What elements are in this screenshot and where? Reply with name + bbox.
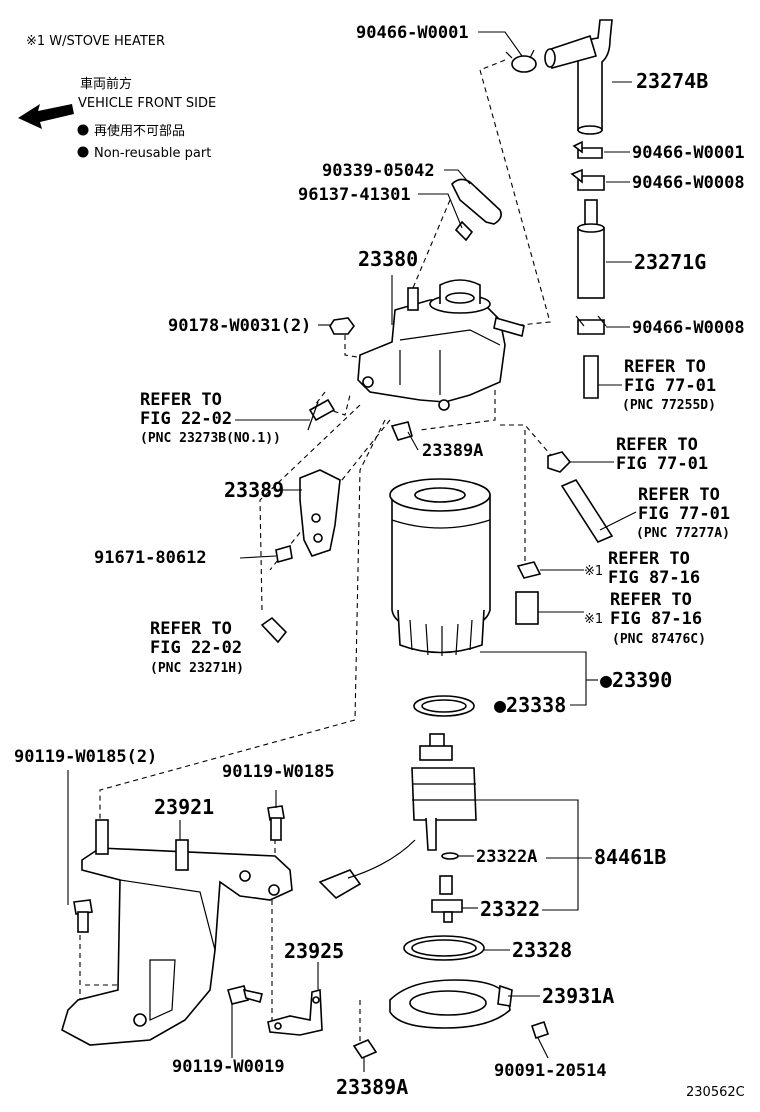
refer-line2: FIG 22-02 [150,638,242,658]
non-reusable-label-en: Non-reusable part [94,146,211,161]
legend: ※1 W/STOVE HEATER 車両前方 VEHICLE FRONT SID… [18,34,216,161]
refer-line1: REFER TO [624,357,706,377]
front-arrow-icon [18,104,74,129]
stove-heater-mark: ※1 [584,564,603,579]
label-90339-05042: 90339-05042 [322,161,435,181]
refer-line3: (PNC 87476C) [612,632,706,647]
refer-line3: (PNC 77277A) [636,526,730,541]
label-90119-w0019: 90119-W0019 [172,1057,285,1077]
filter-head-23380 [357,279,525,411]
front-side-label-en: VEHICLE FRONT SIDE [78,96,216,111]
label-23274b: 23274B [636,69,708,93]
non-reusable-dot-icon [77,124,89,136]
front-side-label-jp: 車両前方 [80,76,132,92]
bolt-icon [267,805,285,841]
hose-23274b [544,19,613,135]
nut-icon [329,317,355,335]
water-sensor-84461b [318,733,477,900]
label-23328: 23328 [512,938,572,962]
clip-icon [390,421,413,441]
label-23380: 23380 [358,247,418,271]
hose-clamp-icon [570,168,605,191]
label-23389a: 23389A [336,1075,408,1099]
retainer-23931a [389,979,513,1029]
refer-line3: (PNC 77255D) [622,398,716,413]
o-ring-23338 [413,695,475,717]
non-reusable-dot-icon [77,146,89,158]
refer-line2: FIG 22-02 [140,409,232,429]
refer-line1: REFER TO [608,549,690,569]
pipe-87476c [515,591,539,625]
label-90091-20514: 90091-20514 [494,1061,607,1081]
label-90178-w0031: 90178-W0031(2) [168,316,311,336]
refer-line2: FIG 77-01 [616,454,708,474]
label-23390: ●23390 [600,668,672,692]
refer-labels: REFER TO FIG 77-01 (PNC 77255D) REFER TO… [140,357,730,676]
clip-icon [352,1039,378,1059]
pipe-77277a [560,478,614,544]
hose-clamp-icon [572,140,603,159]
refer-line2: FIG 87-16 [610,609,702,629]
bolt-icon [73,899,93,933]
label-90466-w0008: 90466-W0008 [632,318,745,338]
stove-heater-mark: ※1 [584,612,603,627]
refer-line2: FIG 87-16 [608,568,700,588]
bolt-icon [307,398,336,431]
hose-clamp-icon [575,315,607,335]
hose-23271g [577,199,605,299]
label-23389a: 23389A [422,441,483,461]
label-23322a: 23322A [476,847,537,867]
refer-line1: REFER TO [610,590,692,610]
label-84461b: 84461B [594,845,666,869]
label-96137-41301: 96137-41301 [298,185,411,205]
clamp-fig87 [516,561,542,579]
label-90119-w0185-2: 90119-W0185(2) [14,747,157,767]
label-91671-80612: 91671-80612 [94,548,207,568]
label-23931a: 23931A [542,984,614,1008]
label-90466-w0001: 90466-W0001 [632,143,745,163]
stove-heater-note: ※1 W/STOVE HEATER [26,34,165,49]
label-23322: 23322 [480,897,540,921]
label-90466-w0001: 90466-W0001 [356,23,469,43]
refer-line3: (PNC 23273B(NO.1)) [140,431,281,446]
part-labels: 90466-W0001 23274B 90466-W0001 90466-W00… [14,23,745,1099]
vent-plug-icon [451,178,502,242]
refer-line2: FIG 77-01 [638,504,730,524]
figure-id: 230562C [686,1085,745,1100]
bolt-icon [227,985,263,1005]
label-23271g: 23271G [634,250,706,274]
refer-line2: FIG 77-01 [624,376,716,396]
refer-line1: REFER TO [638,485,720,505]
pipe-77255d [583,355,599,399]
clamp-fig77 [547,451,572,473]
refer-line1: REFER TO [140,390,222,410]
sensor-23322 [431,875,463,923]
label-23338: ●23338 [494,693,566,717]
refer-line1: REFER TO [616,435,698,455]
filter-element-23390 [389,478,491,656]
leader-lines [67,31,637,1072]
gasket-23328 [403,935,485,961]
bolt-icon [275,544,293,564]
screw-icon [530,1020,550,1040]
hose-clamp-icon [505,49,537,73]
pipe-23271h [260,616,288,644]
bracket-23389 [299,469,341,557]
non-reusable-label-jp: 再使用不可部品 [94,123,185,139]
refer-line1: REFER TO [150,619,232,639]
o-ring-23322a [441,852,459,860]
label-90466-w0008: 90466-W0008 [632,173,745,193]
label-23921: 23921 [154,795,214,819]
label-23925: 23925 [284,939,344,963]
bracket-23921 [61,819,293,1046]
label-23389: 23389 [224,478,284,502]
label-90119-w0185: 90119-W0185 [222,762,335,782]
refer-line3: (PNC 23271H) [150,661,244,676]
bracket-23925 [267,988,323,1036]
